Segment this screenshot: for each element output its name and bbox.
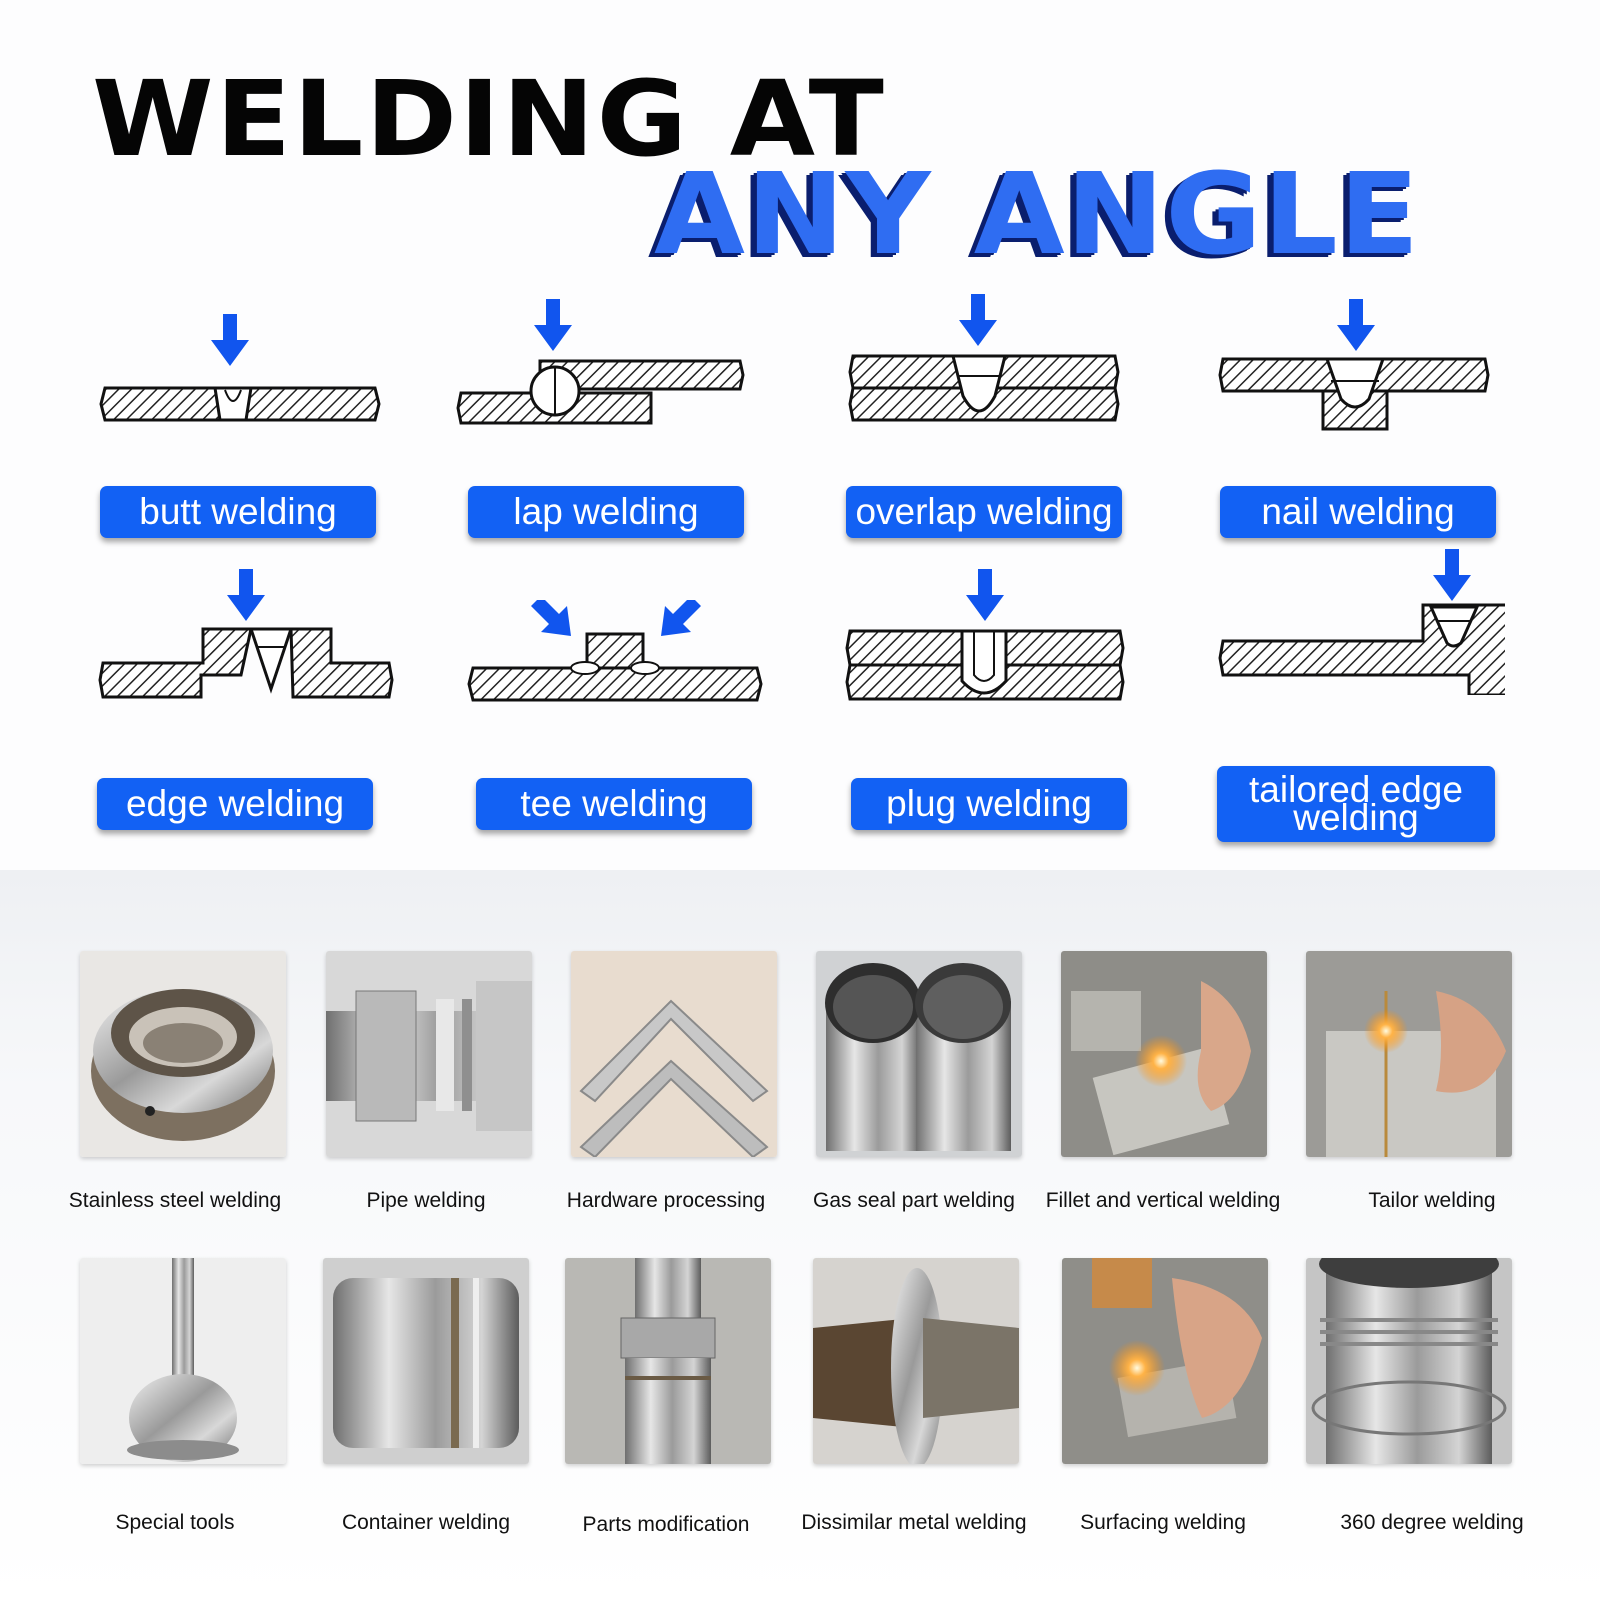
joint-label-nail: nail welding — [1220, 486, 1496, 538]
caption-hardware: Hardware processing — [566, 1189, 766, 1212]
joint-label-edge: edge welding — [97, 778, 373, 830]
butt-joint-diagram — [99, 314, 381, 422]
ball-tool-photo — [80, 1258, 286, 1464]
caption-dissimilar-metal: Dissimilar metal welding — [801, 1511, 1027, 1534]
caption-gas-seal: Gas seal part welding — [813, 1189, 1015, 1212]
caption-pipe: Pipe welding — [366, 1189, 486, 1212]
title-line-2: ANY ANGLE — [654, 150, 1421, 280]
angle-frame-photo — [571, 951, 777, 1157]
container-photo — [323, 1258, 529, 1464]
caption-360-degree: 360 degree welding — [1340, 1511, 1524, 1534]
plug-joint-diagram — [845, 569, 1125, 701]
caption-fillet-vertical: Fillet and vertical welding — [1045, 1189, 1281, 1212]
title-line-1: WELDING AT — [92, 58, 886, 180]
surfacing-welding-photo — [1062, 1258, 1268, 1464]
threaded-part-photo — [565, 1258, 771, 1464]
tailored-edge-joint-diagram — [1218, 549, 1505, 695]
joint-label-tee: tee welding — [476, 778, 752, 830]
caption-parts-modification: Parts modification — [582, 1513, 750, 1536]
caption-special-tools: Special tools — [115, 1511, 235, 1534]
tailor-welding-photo — [1306, 951, 1512, 1157]
caption-stainless-steel: Stainless steel welding — [68, 1189, 282, 1212]
stainless-steel-part-photo — [80, 951, 286, 1157]
double-tube-photo — [816, 951, 1022, 1157]
joint-label-tailored-edge: tailored edge welding — [1217, 766, 1495, 842]
joint-label-butt: butt welding — [100, 486, 376, 538]
caption-surfacing: Surfacing welding — [1080, 1511, 1246, 1534]
edge-joint-diagram — [98, 569, 394, 699]
pipe-fitting-photo — [326, 951, 532, 1157]
overlap-joint-diagram — [848, 294, 1120, 422]
caption-tailor: Tailor welding — [1368, 1189, 1496, 1212]
joint-label-overlap: overlap welding — [846, 486, 1122, 538]
fillet-welding-photo — [1061, 951, 1267, 1157]
lap-joint-diagram — [456, 299, 745, 425]
caption-container: Container welding — [341, 1511, 511, 1534]
nail-joint-diagram — [1218, 299, 1490, 431]
joint-label-lap: lap welding — [468, 486, 744, 538]
joint-label-plug: plug welding — [851, 778, 1127, 830]
cylinder-360-photo — [1306, 1258, 1512, 1464]
dissimilar-metal-photo — [813, 1258, 1019, 1464]
tee-joint-diagram — [467, 600, 763, 702]
